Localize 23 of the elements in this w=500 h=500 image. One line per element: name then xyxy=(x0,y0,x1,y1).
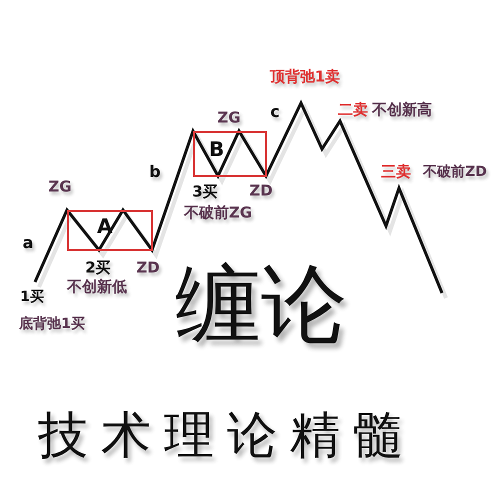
annotation-text: 不创新高 xyxy=(372,102,432,118)
level-label: ZG xyxy=(48,180,72,194)
range-box xyxy=(193,131,267,177)
annotation-text: 顶背弛1卖 xyxy=(270,70,340,84)
annotation-text: 三卖 xyxy=(381,164,411,180)
level-label: ZD xyxy=(136,260,160,276)
annotation-text: 底背弛1买 xyxy=(19,317,85,331)
subtitle: 技术理论精髓 xyxy=(38,410,416,460)
point-label: 3买 xyxy=(192,184,218,200)
segment-letter: c xyxy=(270,104,280,120)
level-label: ZG xyxy=(217,110,241,126)
point-label: 1买 xyxy=(20,290,44,304)
annotation-text: 二卖 xyxy=(338,102,368,118)
annotation-text: 不创新低 xyxy=(67,280,127,294)
title: 缠论 xyxy=(175,262,347,348)
segment-letter: a xyxy=(22,235,34,251)
range-box xyxy=(67,210,153,251)
annotation-text: 不破前ZD xyxy=(423,165,487,179)
level-label: ZD xyxy=(249,184,273,198)
box-label: B xyxy=(209,139,224,159)
point-label: 2买 xyxy=(85,260,111,276)
segment-letter: b xyxy=(149,164,161,180)
annotation-text: 不破前ZG xyxy=(184,206,252,220)
